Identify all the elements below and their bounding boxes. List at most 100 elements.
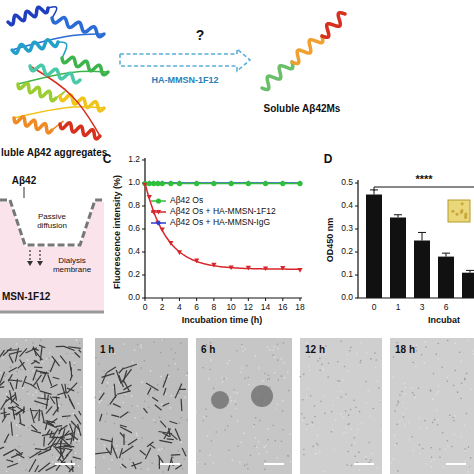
tem-noise bbox=[36, 403, 38, 405]
inset-detail bbox=[464, 213, 467, 216]
tem-noise bbox=[401, 391, 403, 393]
tem-noise bbox=[2, 357, 4, 359]
tick bbox=[145, 298, 146, 301]
tem-noise bbox=[180, 442, 182, 444]
tem-noise bbox=[122, 458, 124, 460]
dashed-block-arrow bbox=[120, 49, 250, 71]
fibril bbox=[163, 374, 168, 387]
tem-noise bbox=[438, 386, 440, 388]
tem-noise bbox=[365, 381, 367, 383]
tem-noise bbox=[247, 468, 249, 470]
tem-noise bbox=[302, 420, 304, 422]
fibril bbox=[20, 359, 26, 370]
tem-noise bbox=[16, 371, 18, 373]
data-point bbox=[263, 266, 268, 271]
tem-noise bbox=[325, 345, 327, 347]
tem-noise bbox=[73, 453, 75, 455]
tem-noise bbox=[35, 391, 37, 393]
protein-helix bbox=[8, 7, 48, 24]
tem-noise bbox=[6, 393, 8, 395]
tem-noise bbox=[45, 435, 47, 437]
tem-noise bbox=[73, 413, 75, 415]
tem-noise bbox=[437, 419, 439, 421]
tem-noise bbox=[148, 395, 150, 397]
tem-noise bbox=[348, 423, 350, 425]
tem-noise bbox=[180, 342, 182, 344]
tem-noise bbox=[470, 457, 472, 459]
tem-noise bbox=[78, 465, 80, 467]
tem-noise bbox=[369, 462, 371, 464]
fibril bbox=[31, 425, 37, 431]
tem-noise bbox=[41, 395, 43, 397]
tem-noise bbox=[247, 377, 249, 379]
tick bbox=[355, 252, 358, 253]
tem-noise bbox=[232, 459, 234, 461]
text-label: 0 bbox=[143, 303, 148, 312]
tem-noise bbox=[461, 382, 463, 384]
tem-noise bbox=[301, 413, 303, 415]
tem-noise bbox=[253, 424, 255, 426]
tem-noise bbox=[348, 414, 350, 416]
data-point bbox=[155, 221, 160, 226]
fibril bbox=[46, 465, 57, 471]
tem-noise bbox=[392, 376, 394, 378]
legend-label: Aβ42 Os bbox=[170, 196, 203, 205]
tem-noise bbox=[366, 352, 368, 354]
tem-noise bbox=[436, 353, 438, 355]
fibril bbox=[7, 463, 18, 467]
fibril bbox=[147, 442, 153, 447]
fibril bbox=[11, 422, 12, 436]
tem-noise bbox=[431, 461, 433, 463]
tem-noise bbox=[468, 446, 470, 448]
tem-noise bbox=[175, 363, 177, 365]
tem-noise bbox=[170, 395, 172, 397]
tem-noise bbox=[346, 464, 348, 466]
tem-noise bbox=[154, 390, 156, 392]
time-label: 12 h bbox=[305, 344, 325, 355]
tem-noise bbox=[413, 450, 415, 452]
tick bbox=[196, 298, 197, 301]
protein-helix bbox=[18, 83, 56, 100]
tem-noise bbox=[333, 449, 335, 451]
tem-image bbox=[390, 338, 474, 474]
tem-noise bbox=[95, 467, 97, 469]
tem-noise bbox=[323, 370, 325, 372]
fibril bbox=[164, 428, 171, 438]
tem-noise bbox=[340, 391, 342, 393]
tem-noise bbox=[348, 424, 350, 426]
tem-noise bbox=[299, 376, 301, 378]
tem-noise bbox=[72, 355, 74, 357]
tem-noise bbox=[276, 407, 278, 409]
tick bbox=[248, 298, 249, 301]
tem-noise bbox=[71, 423, 73, 425]
data-point bbox=[211, 263, 216, 268]
tick bbox=[213, 298, 214, 301]
legend-marker bbox=[156, 198, 161, 203]
tem-noise bbox=[465, 450, 467, 452]
fibril bbox=[2, 415, 6, 422]
tem-noise bbox=[394, 435, 396, 437]
tem-noise bbox=[378, 387, 380, 389]
tem-noise bbox=[276, 407, 278, 409]
data-point bbox=[246, 266, 251, 271]
tem-noise bbox=[242, 346, 244, 348]
tem-noise bbox=[20, 435, 22, 437]
fibril bbox=[8, 408, 16, 411]
tem-noise bbox=[335, 419, 337, 421]
tem-noise bbox=[436, 410, 438, 412]
tem-noise bbox=[311, 421, 313, 423]
tem-noise bbox=[46, 429, 48, 431]
data-point bbox=[280, 180, 285, 185]
fibril bbox=[79, 350, 81, 353]
tem-noise bbox=[142, 417, 144, 419]
tem-noise bbox=[413, 394, 415, 396]
fibril bbox=[5, 394, 15, 402]
tem-noise bbox=[346, 354, 348, 356]
tem-noise bbox=[153, 341, 155, 343]
tem-noise bbox=[347, 371, 349, 373]
tem-noise bbox=[231, 400, 233, 402]
tem-noise bbox=[320, 401, 322, 403]
fibril bbox=[122, 446, 134, 454]
tem-noise bbox=[269, 349, 271, 351]
tem-noise bbox=[234, 400, 236, 402]
